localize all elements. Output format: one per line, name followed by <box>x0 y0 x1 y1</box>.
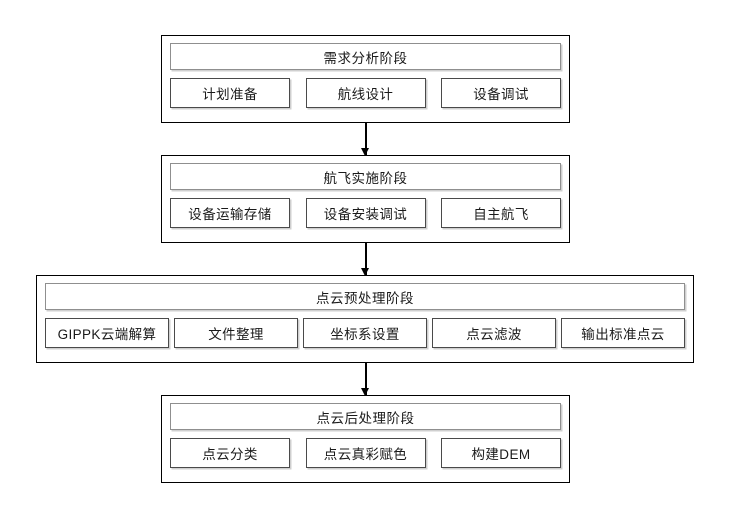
connector-stage2-to-stage3 <box>361 243 370 276</box>
connector-shaft-icon <box>365 363 367 395</box>
stage-item-point-cloud-classification[interactable]: 点云分类 <box>170 438 290 468</box>
stage-point-cloud-postprocessing[interactable]: 点云后处理阶段 点云分类 点云真彩赋色 构建DEM <box>161 395 570 483</box>
stage-item-route-design[interactable]: 航线设计 <box>305 78 426 108</box>
stage-item-point-cloud-filtering[interactable]: 点云滤波 <box>432 318 556 348</box>
stage-point-cloud-preprocessing[interactable]: 点云预处理阶段 GIPPK云端解算 文件整理 坐标系设置 点云滤波 输出标准点云 <box>36 275 694 363</box>
connector-stage3-to-stage4 <box>361 363 370 396</box>
stage-item-file-organization[interactable]: 文件整理 <box>174 318 298 348</box>
stage-items-requirement-analysis: 计划准备 航线设计 设备调试 <box>170 78 561 108</box>
arrow-down-icon <box>361 148 370 156</box>
connector-shaft-icon <box>365 243 367 275</box>
stage-flight-implementation[interactable]: 航飞实施阶段 设备运输存储 设备安装调试 自主航飞 <box>161 155 570 243</box>
stage-item-output-standard-point-cloud[interactable]: 输出标准点云 <box>561 318 685 348</box>
stage-title-flight-implementation: 航飞实施阶段 <box>170 163 561 190</box>
stage-item-equipment-installation-debugging[interactable]: 设备安装调试 <box>305 198 426 228</box>
connector-shaft-icon <box>365 123 367 155</box>
stage-items-point-cloud-postprocessing: 点云分类 点云真彩赋色 构建DEM <box>170 438 561 468</box>
stage-title-point-cloud-preprocessing: 点云预处理阶段 <box>45 283 685 310</box>
connector-stage1-to-stage2 <box>361 123 370 156</box>
stage-item-build-dem[interactable]: 构建DEM <box>441 438 561 468</box>
stage-item-equipment-transport-storage[interactable]: 设备运输存储 <box>170 198 290 228</box>
stage-requirement-analysis[interactable]: 需求分析阶段 计划准备 航线设计 设备调试 <box>161 35 570 123</box>
stage-item-gippk-cloud-solving[interactable]: GIPPK云端解算 <box>45 318 169 348</box>
stage-item-equipment-debugging[interactable]: 设备调试 <box>441 78 561 108</box>
stage-item-point-cloud-true-color[interactable]: 点云真彩赋色 <box>305 438 426 468</box>
stage-items-point-cloud-preprocessing: GIPPK云端解算 文件整理 坐标系设置 点云滤波 输出标准点云 <box>45 318 685 348</box>
stage-item-plan-preparation[interactable]: 计划准备 <box>170 78 290 108</box>
stage-items-flight-implementation: 设备运输存储 设备安装调试 自主航飞 <box>170 198 561 228</box>
arrow-down-icon <box>361 268 370 276</box>
stage-title-point-cloud-postprocessing: 点云后处理阶段 <box>170 403 561 430</box>
arrow-down-icon <box>361 388 370 396</box>
stage-title-requirement-analysis: 需求分析阶段 <box>170 43 561 70</box>
stage-item-coordinate-system-setup[interactable]: 坐标系设置 <box>303 318 427 348</box>
stage-item-autonomous-flight[interactable]: 自主航飞 <box>441 198 561 228</box>
